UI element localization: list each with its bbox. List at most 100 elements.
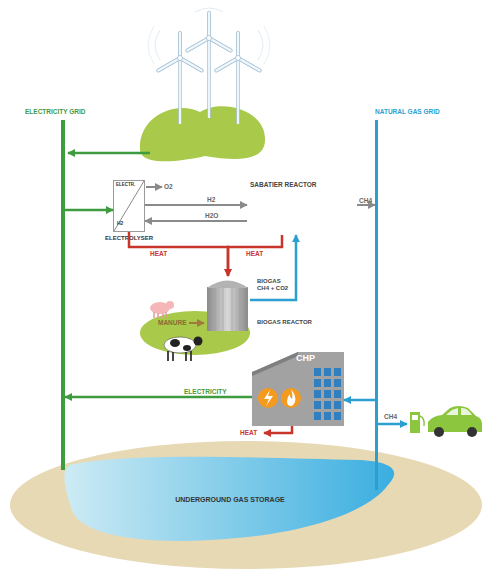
heat-icon — [287, 389, 296, 406]
grid-title: NATURAL GAS GRID — [375, 108, 440, 115]
wind-turbine — [178, 56, 183, 61]
component-title: ELECTROLYSER — [105, 235, 153, 242]
ground-ellipse — [10, 441, 482, 569]
car — [446, 408, 472, 415]
chp-window — [324, 368, 331, 376]
flow-label: CH4 — [359, 197, 372, 204]
cow — [183, 345, 191, 351]
flow-connector — [129, 232, 228, 276]
wind-power-arrow — [68, 153, 150, 154]
chp-window — [324, 379, 331, 387]
flow-connector — [145, 220, 247, 222]
biogas-silo-shape — [205, 276, 250, 332]
hill — [140, 106, 265, 161]
chp-window — [314, 390, 321, 398]
chp-window — [314, 368, 321, 376]
heat-label: HEAT — [240, 429, 257, 436]
component-title: CHP — [296, 354, 315, 364]
wind-turbine — [236, 56, 241, 61]
flow-connector — [65, 396, 252, 399]
chp-window — [334, 401, 341, 409]
wind-arcs — [258, 30, 263, 60]
electrolyser-box: ELECTR.H2ELECTROLYSER — [113, 180, 145, 232]
chp-window — [334, 390, 341, 398]
flow-label: HEAT — [246, 250, 263, 257]
chp-window — [334, 379, 341, 387]
chp-roof — [252, 352, 298, 376]
fuel-label: CH4 — [384, 413, 397, 420]
component-title: SABATIER REACTOR — [250, 181, 317, 188]
oxygen-arrow — [146, 187, 162, 188]
cell-label: H2 — [117, 221, 123, 227]
wind-turbine — [187, 13, 230, 51]
wind-turbine — [158, 33, 201, 71]
wind-turbine — [178, 58, 182, 124]
gas-grid-line: NATURAL GAS GRID — [375, 120, 378, 440]
cow — [168, 351, 191, 361]
silo-ribs — [215, 288, 240, 331]
silo-dome — [207, 281, 248, 289]
chp-window — [324, 401, 331, 409]
flow-connector — [65, 209, 113, 212]
membrane-line — [114, 181, 144, 231]
wind-arcs — [264, 26, 270, 64]
hill — [140, 106, 265, 161]
gas-label: BIOGAS CH4 + CO2 — [257, 278, 293, 291]
wind-power-arrow — [68, 152, 150, 155]
fuel-arrow — [378, 424, 407, 425]
cow — [164, 337, 203, 362]
flow-connector — [61, 440, 65, 470]
fuel-pump — [410, 412, 424, 433]
wind-arcs — [148, 26, 154, 64]
flow-connector — [375, 440, 378, 490]
grid-title: ELECTRICITY GRID — [25, 108, 86, 115]
car — [434, 427, 444, 437]
component-title: UNDERGROUND GAS STORAGE — [130, 496, 330, 504]
flow-label: H2O — [205, 212, 218, 219]
wind-turbine — [216, 33, 259, 71]
gas-reservoir — [64, 457, 394, 541]
wind-turbine — [207, 38, 211, 118]
cow — [194, 337, 203, 346]
wind-arcs — [155, 30, 160, 60]
flow-label: H2 — [207, 196, 215, 203]
wind-turbine — [208, 38, 210, 118]
chp-window — [324, 412, 331, 420]
fuel-pump — [412, 415, 418, 420]
pig — [150, 301, 174, 318]
wind-turbine — [179, 58, 181, 124]
silo-body — [207, 287, 248, 331]
flow-connector — [145, 204, 247, 206]
electricity-grid-line: ELECTRICITY GRID — [61, 120, 65, 440]
chp-plant: CHP — [252, 348, 344, 426]
manure-arrow — [189, 323, 204, 324]
heat-icon — [281, 388, 301, 408]
pig — [166, 301, 174, 309]
sabatier-reactor: SABATIER REACTOR — [247, 181, 357, 235]
car — [467, 427, 477, 437]
cow — [164, 337, 196, 353]
electricity-icon — [264, 390, 273, 406]
chp-window — [314, 401, 321, 409]
car — [428, 406, 482, 437]
flow-connector — [357, 204, 375, 206]
oxygen-arrow — [146, 186, 162, 188]
wind-turbine — [207, 36, 212, 41]
fuel-pump — [420, 416, 424, 426]
chp-building — [252, 352, 344, 426]
pig — [154, 312, 166, 318]
wind-turbine — [187, 13, 230, 51]
component-title: BIOGAS REACTOR — [257, 319, 312, 326]
electricity-icon — [258, 388, 278, 408]
manure-arrow — [189, 322, 204, 324]
wind-turbine — [158, 13, 259, 124]
wind-turbine — [236, 58, 240, 124]
wind-turbine — [158, 33, 201, 71]
cow — [170, 339, 180, 347]
gas-storage-shape — [10, 440, 482, 570]
chp-window — [334, 412, 341, 420]
heat-output-arrow — [264, 426, 292, 433]
chp-window — [334, 368, 341, 376]
flow-connector — [344, 399, 375, 402]
